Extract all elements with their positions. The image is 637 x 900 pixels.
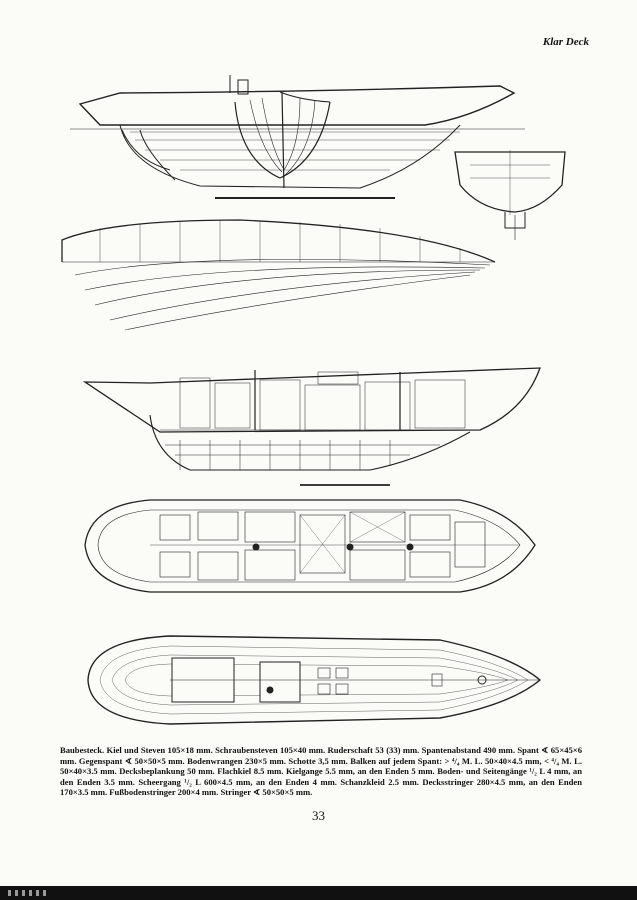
yacht-plans-drawing xyxy=(61,75,566,725)
construction-specification-caption: Baubesteck. Kiel und Steven 105×18 mm. S… xyxy=(60,745,582,798)
page-header-title: Klar Deck xyxy=(542,36,589,48)
caption-line: Baubesteck. Kiel und Steven 105×18 mm. S… xyxy=(60,745,582,766)
caption-line: Decksstringer 280×4.5 mm, an den Enden 1… xyxy=(60,776,582,798)
lines-profile-view xyxy=(70,75,525,199)
scan-footer-bar xyxy=(0,886,637,900)
scan-dots xyxy=(8,890,48,896)
accommodation-plan-view xyxy=(84,499,536,593)
page-number: 33 xyxy=(312,808,325,823)
half-breadth-view xyxy=(61,219,496,331)
caption-line: 50×40×4.5 mm, < ⁴/₄ M. L. 50×40×3.5 mm. … xyxy=(60,755,583,777)
caption-line: Boden- und Seitengänge ¹/₂ L 4 mm, an de… xyxy=(60,766,583,787)
deck-plan-view xyxy=(87,635,542,725)
interior-profile-view xyxy=(82,367,541,486)
midship-section-view xyxy=(454,150,566,240)
